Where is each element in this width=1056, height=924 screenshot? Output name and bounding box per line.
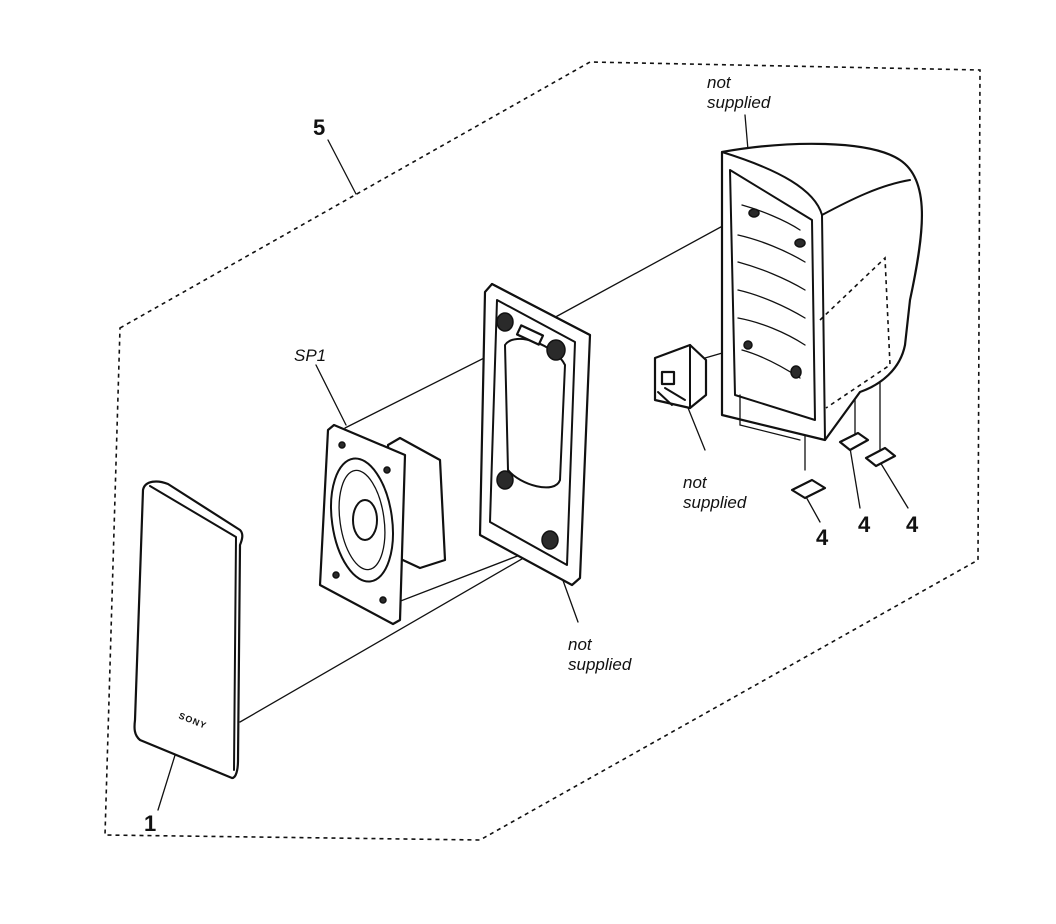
- callout-foot-a: 4: [816, 525, 829, 550]
- rubber-foot-c: [864, 446, 897, 468]
- rubber-foot-b: [838, 431, 870, 452]
- leader-assembly: [327, 139, 357, 195]
- baffle-frame: [478, 282, 592, 587]
- leader-foot-a: [804, 494, 821, 523]
- cabinet-note-line1: not: [707, 73, 732, 92]
- rubber-foot-a: [790, 478, 827, 500]
- terminal-block: [653, 343, 708, 410]
- callout-assembly: 5: [313, 115, 325, 140]
- baffle-note-line1: not: [568, 635, 593, 654]
- cabinet-note-line2: supplied: [707, 93, 771, 112]
- leader-foot-b: [849, 447, 861, 509]
- callout-speaker: SP1: [294, 346, 326, 365]
- leader-cabinet-note: [744, 114, 749, 151]
- speaker-unit: [318, 423, 447, 626]
- speaker-cabinet: [720, 142, 924, 442]
- guide-line-1: [549, 209, 753, 321]
- terminal-note-line2: supplied: [683, 493, 747, 512]
- callout-foot-c: 4: [906, 512, 919, 537]
- front-grille: SONY: [133, 480, 244, 780]
- terminal-note-line1: not: [683, 473, 708, 492]
- leader-speaker: [315, 364, 347, 426]
- baffle-note-line2: supplied: [568, 655, 632, 674]
- callout-foot-b: 4: [858, 512, 871, 537]
- guide-line-3: [239, 544, 547, 723]
- leader-grille: [157, 751, 177, 811]
- callout-front-grille: 1: [144, 811, 156, 836]
- leader-foot-c: [879, 461, 909, 509]
